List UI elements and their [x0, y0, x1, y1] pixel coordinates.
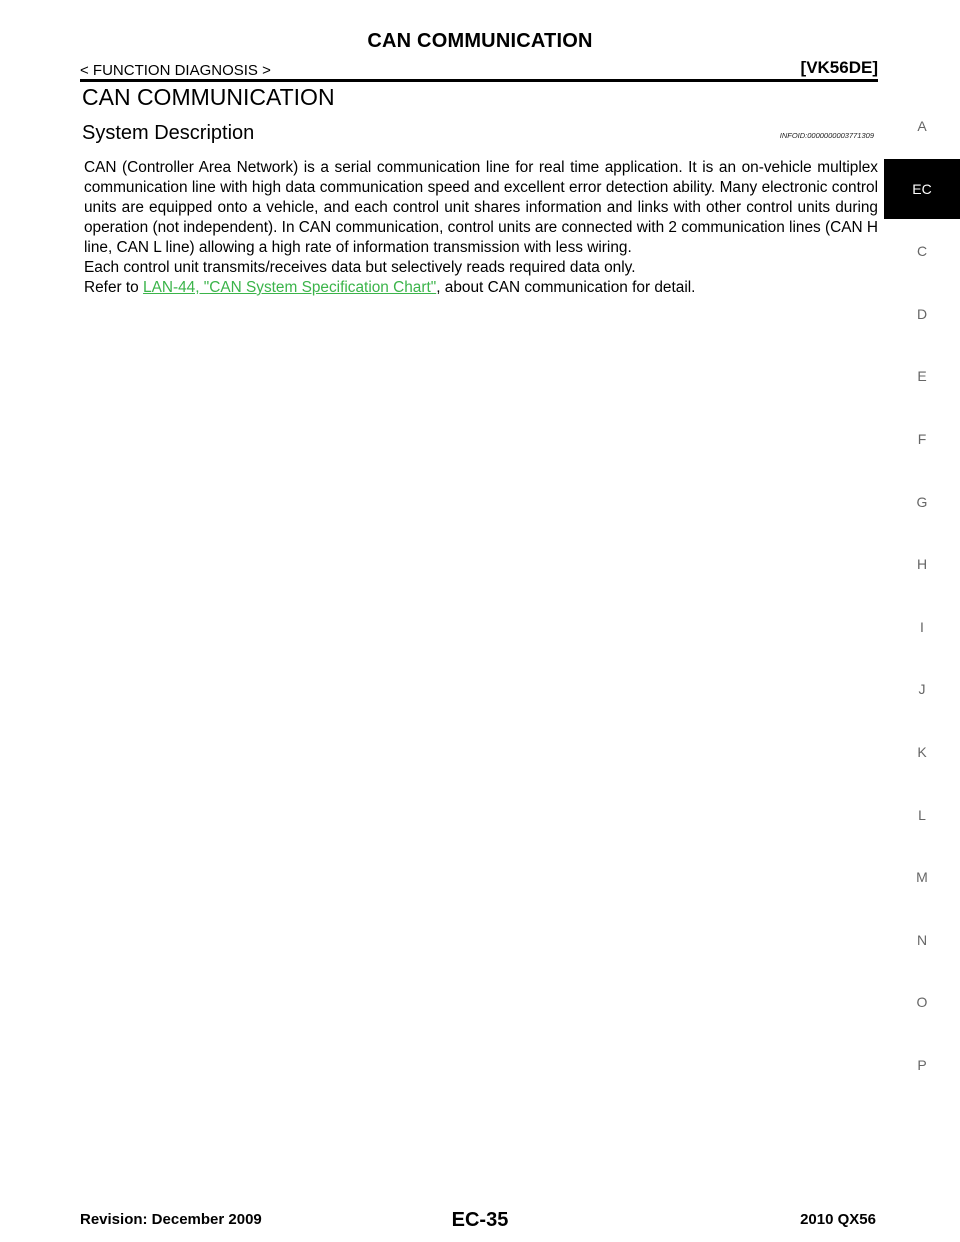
paragraph-second: Each control unit transmits/receives dat…	[84, 259, 636, 276]
footer-page-number: EC-35	[451, 1209, 509, 1231]
refer-prefix: Refer to	[84, 279, 144, 296]
tab-h[interactable]: H	[916, 556, 928, 573]
tab-k[interactable]: K	[917, 744, 927, 760]
subsection-title: System Description	[82, 122, 255, 144]
header-rule	[80, 79, 878, 82]
refer-link[interactable]: LAN-44, "CAN System Specification Chart"	[143, 279, 437, 296]
refer-line: Refer to LAN-44, "CAN System Specificati…	[84, 278, 878, 298]
header-title: CAN COMMUNICATION	[367, 30, 593, 52]
header-engine-code: [VK56DE]	[800, 58, 878, 77]
header-section-label: < FUNCTION DIAGNOSIS >	[80, 62, 271, 79]
tab-m[interactable]: M	[916, 869, 928, 886]
tab-c[interactable]: C	[916, 243, 928, 260]
tab-n[interactable]: N	[916, 931, 928, 948]
refer-suffix: , about CAN communication for detail.	[436, 279, 696, 296]
tab-a[interactable]: A	[917, 118, 927, 134]
section-title: CAN COMMUNICATION	[82, 84, 335, 110]
body-text: CAN (Controller Area Network) is a seria…	[84, 158, 878, 298]
footer-model: 2010 QX56	[800, 1211, 876, 1228]
tab-ec[interactable]: EC	[884, 158, 960, 219]
tab-j[interactable]: J	[918, 681, 926, 698]
tab-e[interactable]: E	[917, 368, 927, 385]
tab-l[interactable]: L	[918, 806, 926, 823]
tab-d[interactable]: D	[916, 305, 928, 322]
tab-f[interactable]: F	[917, 431, 927, 447]
tab-p[interactable]: P	[917, 1057, 927, 1073]
tab-i[interactable]: I	[920, 618, 924, 635]
tab-g[interactable]: G	[916, 493, 928, 510]
paragraph-main: CAN (Controller Area Network) is a seria…	[84, 159, 878, 256]
info-id: INFOID:0000000003771309	[779, 131, 874, 140]
footer-revision: Revision: December 2009	[80, 1211, 262, 1228]
tab-o[interactable]: O	[916, 994, 928, 1011]
